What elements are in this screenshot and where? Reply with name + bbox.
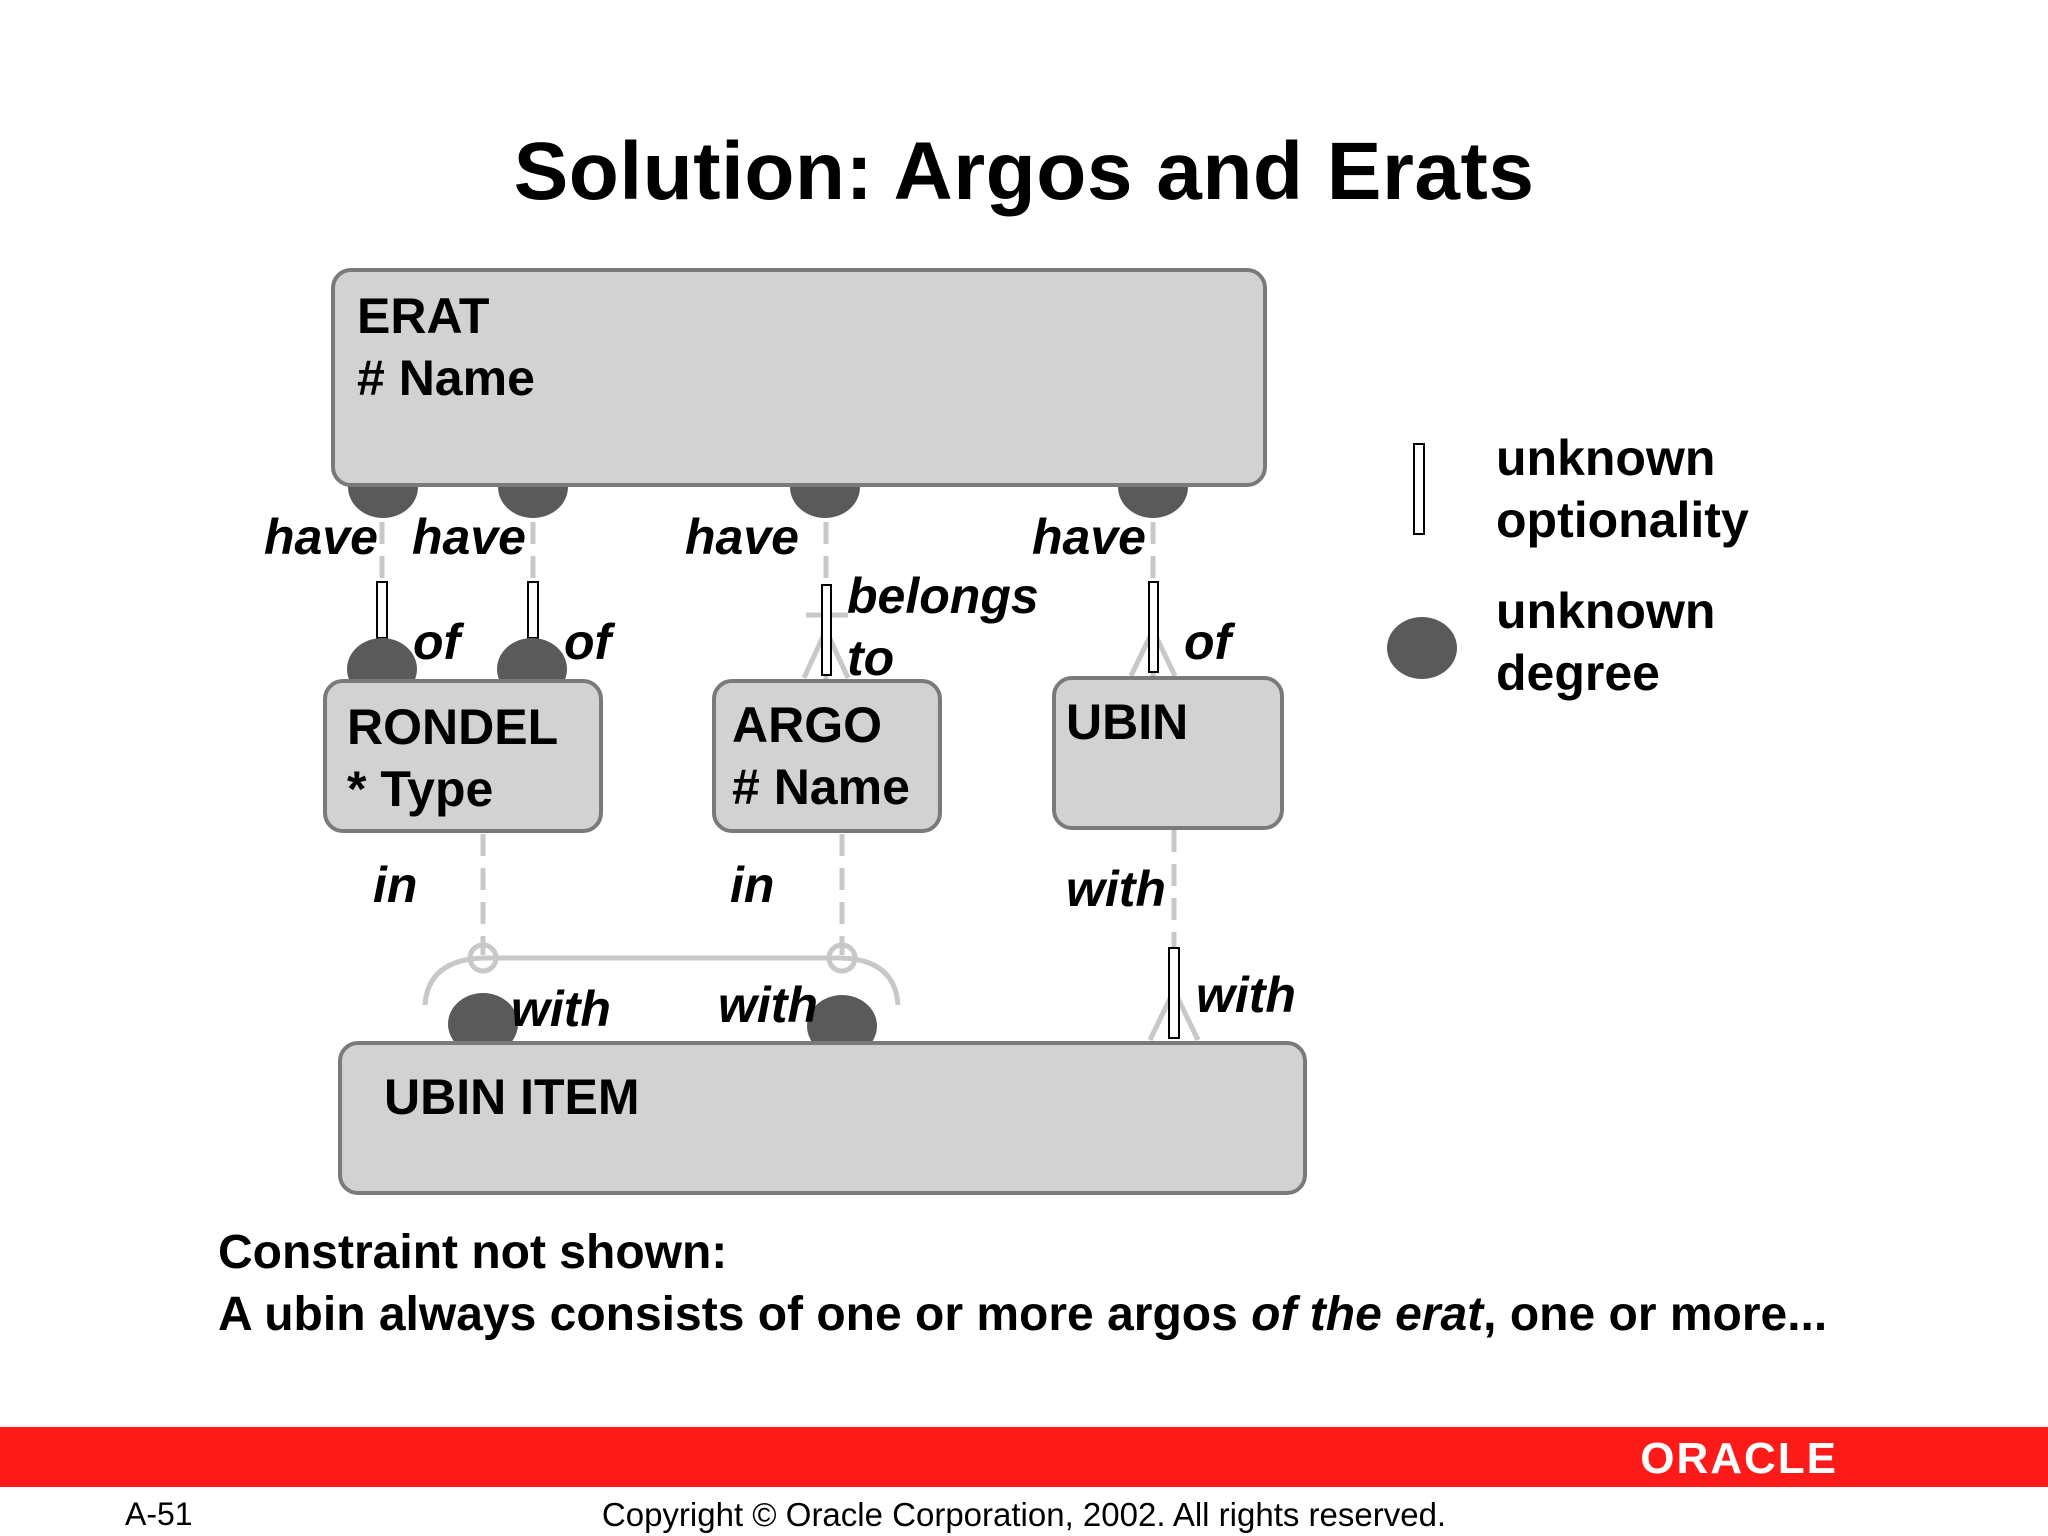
legend-degree-line1: unknown [1496, 583, 1716, 639]
entity-name: UBIN ITEM [384, 1069, 640, 1125]
entity-name: ERAT [357, 288, 490, 344]
entity-argo: ARGO # Name [712, 679, 942, 833]
label-belongs: belongs [847, 568, 1039, 624]
entity-name: RONDEL [347, 699, 559, 755]
entity-attribute: # Name [357, 350, 535, 406]
copyright-text: Copyright © Oracle Corporation, 2002. Al… [601, 1496, 1447, 1533]
label-have: have [1032, 509, 1146, 565]
oracle-logo: ORACLE [1640, 1434, 1838, 1483]
constraint-text-part: A ubin always consists of one or more ar… [218, 1288, 1252, 1341]
label-with: with [1196, 967, 1296, 1023]
legend-degree-line2: degree [1496, 645, 1660, 701]
constraint-heading: Constraint not shown: [218, 1226, 728, 1279]
footer-bar [0, 1427, 2048, 1487]
label-of: of [413, 614, 461, 670]
legend-optionality-line2: optionality [1496, 492, 1749, 548]
slide-title: Solution: Argos and Erats [513, 126, 1535, 217]
slide-number: A-51 [125, 1496, 193, 1532]
label-of: of [564, 614, 612, 670]
label-of: of [1184, 614, 1232, 670]
label-have: have [264, 509, 378, 565]
label-to: to [847, 630, 895, 686]
entity-attribute: * Type [347, 761, 494, 817]
label-have: have [412, 509, 526, 565]
entity-rondel: RONDEL * Type [323, 679, 603, 833]
label-with: with [1066, 861, 1166, 917]
entity-erat: ERAT # Name [331, 268, 1267, 487]
entity-name: UBIN [1066, 694, 1189, 750]
label-in: in [373, 857, 418, 913]
label-with: with [511, 981, 611, 1037]
label-have: have [685, 509, 799, 565]
entity-ubin-item: UBIN ITEM [338, 1041, 1307, 1195]
erd-relationships [347, 443, 1457, 1057]
constraint-note: Constraint not shown: A ubin always cons… [218, 1222, 1838, 1346]
legend-optionality-line1: unknown [1496, 430, 1716, 486]
label-in: in [730, 857, 775, 913]
constraint-text-italic: of the erat [1251, 1288, 1484, 1341]
entity-name: ARGO [732, 697, 882, 753]
label-with: with [718, 977, 818, 1033]
constraint-text: A ubin always consists of one or more ar… [218, 1284, 1838, 1346]
entity-ubin: UBIN [1052, 676, 1284, 830]
constraint-text-part: , one or more... [1483, 1288, 1828, 1341]
entity-attribute: # Name [732, 759, 910, 815]
